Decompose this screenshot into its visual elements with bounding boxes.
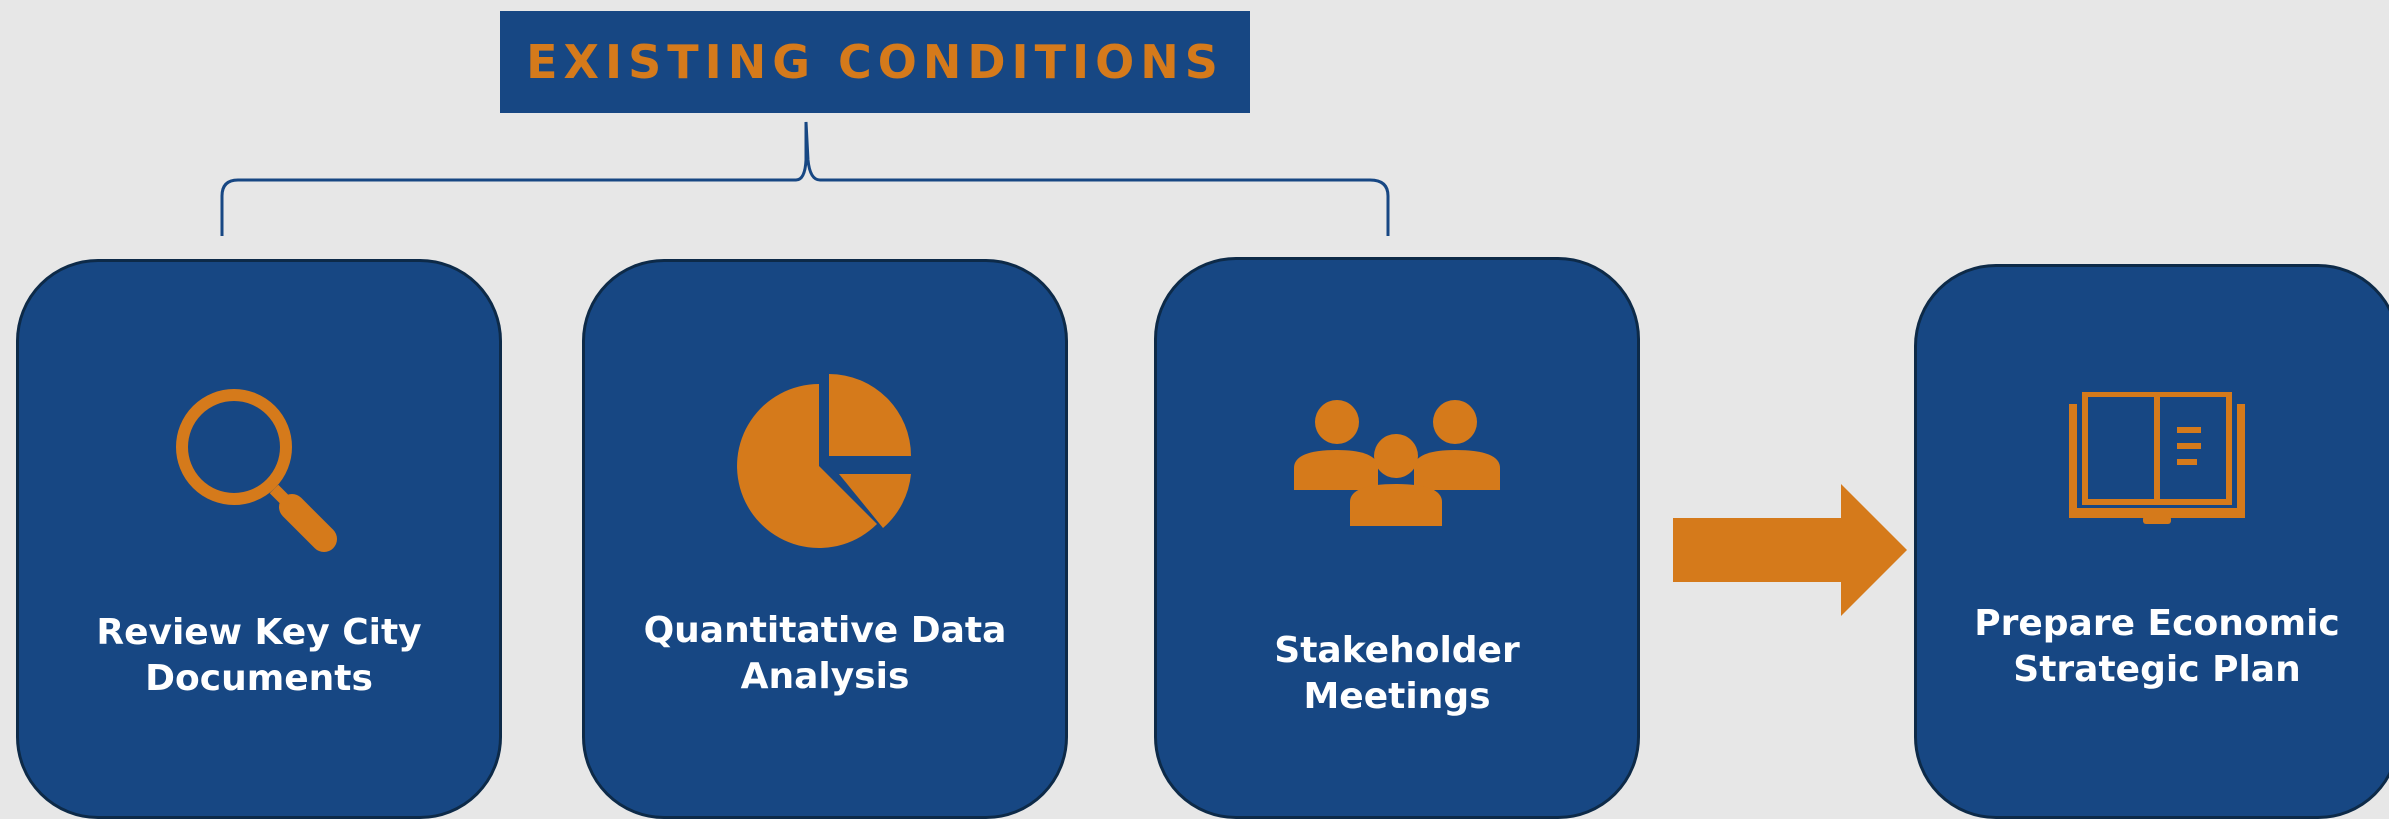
header-title: EXISTING CONDITIONS <box>526 35 1224 89</box>
magnifier-icon <box>176 389 337 552</box>
right-arrow-icon <box>1673 484 1907 616</box>
card-label: Quantitative Data Analysis <box>643 610 1007 697</box>
card-label: Stakeholder Meetings <box>1274 630 1520 717</box>
open-book-icon <box>2069 392 2245 524</box>
card-label: Prepare Economic Strategic Plan <box>1974 603 2340 690</box>
people-group-icon <box>1294 400 1500 526</box>
card-label: Review Key City Documents <box>96 612 422 699</box>
card-review-key-city-documents: Review Key City Documents <box>16 259 502 819</box>
card-stakeholder-meetings: Stakeholder Meetings <box>1154 257 1640 819</box>
card-prepare-economic-strategic-plan: Prepare Economic Strategic Plan <box>1914 264 2389 819</box>
existing-conditions-header: EXISTING CONDITIONS <box>500 11 1250 113</box>
card-quantitative-data-analysis: Quantitative Data Analysis <box>582 259 1068 819</box>
pie-chart-icon <box>737 374 911 548</box>
